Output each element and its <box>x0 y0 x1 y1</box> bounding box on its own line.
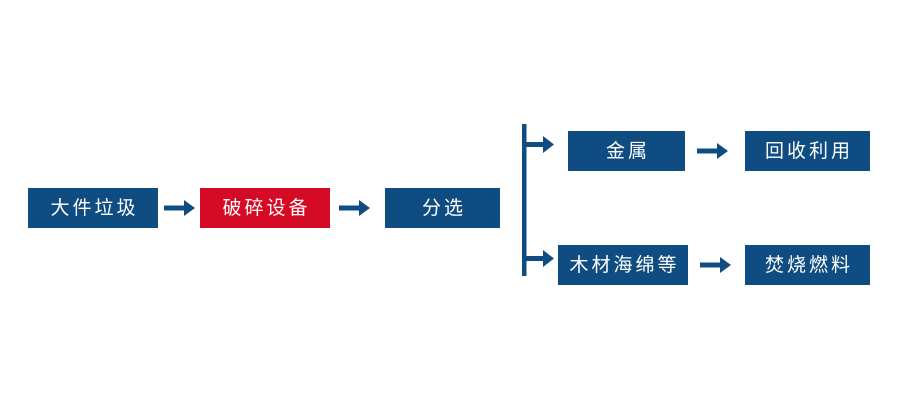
node-sorting-label: 分选 <box>421 196 466 219</box>
arrow-right-icon <box>339 200 370 216</box>
node-incineration[interactable]: 焚烧燃料 <box>745 245 870 285</box>
node-sorting[interactable]: 分选 <box>385 188 500 228</box>
node-crusher-label: 破碎设备 <box>222 196 311 219</box>
branch-split-icon <box>522 124 554 276</box>
node-wood-sponge[interactable]: 木材海绵等 <box>558 245 688 285</box>
arrow-right-icon <box>700 257 731 273</box>
node-crusher[interactable]: 破碎设备 <box>200 188 330 228</box>
node-wood-sponge-label: 木材海绵等 <box>569 253 680 276</box>
node-bulky-waste-label: 大件垃圾 <box>50 196 139 219</box>
node-metal[interactable]: 金属 <box>568 131 685 171</box>
node-metal-label: 金属 <box>605 139 650 162</box>
node-incineration-label: 焚烧燃料 <box>764 253 853 276</box>
node-recycling[interactable]: 回收利用 <box>745 131 870 171</box>
arrow-right-icon <box>697 143 728 159</box>
node-bulky-waste[interactable]: 大件垃圾 <box>28 188 158 228</box>
node-recycling-label: 回收利用 <box>764 139 853 162</box>
arrow-right-icon <box>164 200 195 216</box>
